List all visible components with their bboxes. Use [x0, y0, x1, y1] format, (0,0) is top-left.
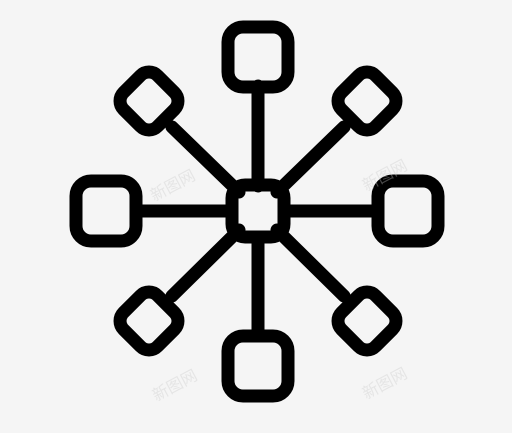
- node-bottom-right: [331, 285, 403, 357]
- node-right: [371, 174, 445, 248]
- connector-top-right: [270, 120, 351, 199]
- node-bottom-left: [113, 285, 185, 357]
- connector-bottom-right: [270, 223, 351, 303]
- hub-node: [225, 178, 291, 244]
- node-top-left: [113, 65, 185, 137]
- connector-top-left: [165, 120, 246, 199]
- connector-bottom-left: [165, 223, 246, 303]
- node-bottom: [221, 329, 295, 403]
- node-top: [221, 20, 295, 94]
- node-top-right: [331, 65, 403, 137]
- node-left: [69, 174, 143, 248]
